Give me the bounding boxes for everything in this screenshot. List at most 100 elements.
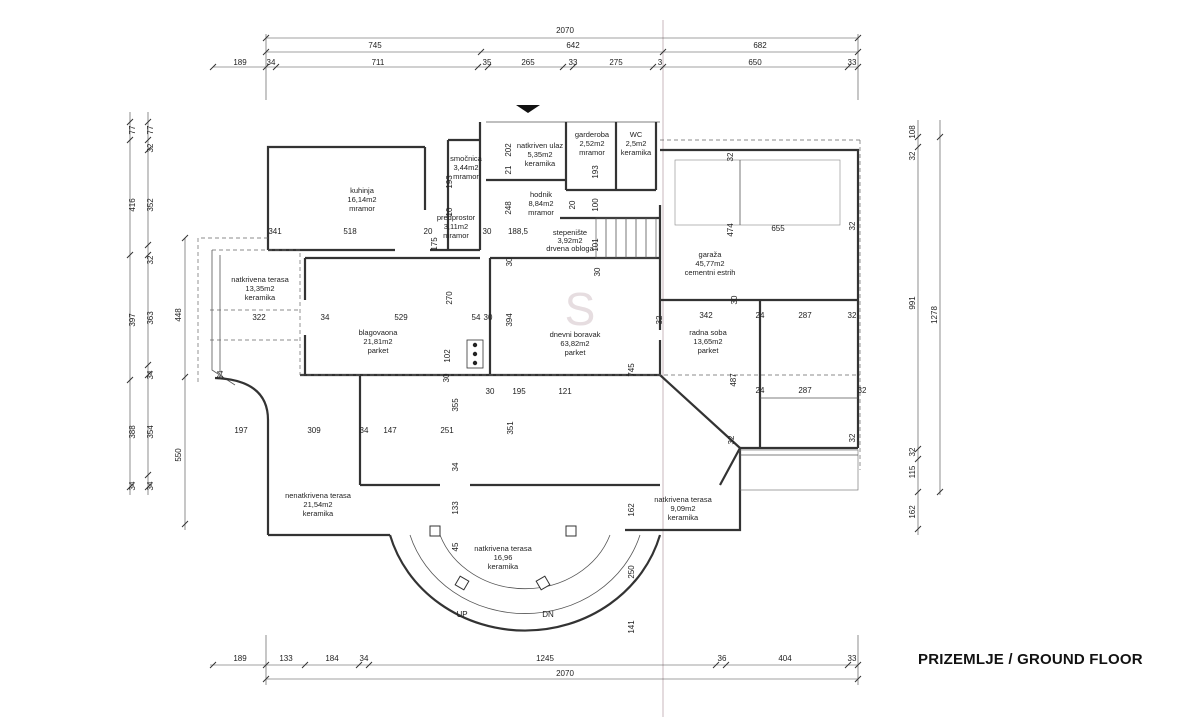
dim-label: 287 [798, 311, 812, 320]
dim-label: 141 [627, 620, 636, 634]
dim-label: 250 [627, 565, 636, 579]
dim-label: 20 [568, 200, 577, 209]
dim-left-448: 448 [174, 308, 183, 322]
dim-left-inner: 354 [146, 425, 155, 439]
dim-left-inner: 32 [146, 143, 155, 152]
dim-label: 745 [627, 363, 636, 377]
dim-top-detail: 33 [569, 58, 578, 67]
room-floor: parket [565, 348, 587, 357]
room-floor: parket [368, 346, 390, 355]
room-nenatkrivena-terasa: nenatkrivena terasa 21,54m2 keramika [285, 491, 352, 518]
dim-left-outer: 34 [128, 481, 137, 490]
dim-top-mid: 745 [368, 41, 382, 50]
room-floor: keramika [621, 148, 652, 157]
dim-label: 309 [307, 426, 321, 435]
dim-label: 10 [445, 207, 454, 216]
dim-label: 32 [848, 221, 857, 230]
dim-right-outer: 1278 [930, 306, 939, 324]
dim-label: 518 [343, 227, 357, 236]
room-floor: parket [698, 346, 720, 355]
walls [266, 121, 860, 487]
watermark-logo: S [565, 283, 596, 335]
dim-left-inner: 34 [146, 481, 155, 490]
room-name: natkrivena terasa [474, 544, 532, 553]
dim-label: 30 [593, 267, 602, 276]
dim-label: 322 [252, 313, 266, 322]
dim-label: 474 [726, 223, 735, 237]
room-natkrivena-terasa-west: natkrivena terasa 13,35m2 keramika [231, 275, 289, 302]
dim-label: 32 [858, 386, 867, 395]
dim-label: 21 [504, 165, 513, 174]
dim-top-detail: 650 [748, 58, 762, 67]
stair-down-mark: DN [542, 610, 554, 619]
dim-label: 188,5 [508, 227, 529, 236]
stove-dots [466, 339, 484, 369]
dim-bottom-detail: 34 [360, 654, 369, 663]
dim-bottom-detail: 33 [848, 654, 857, 663]
dim-top-detail: 275 [609, 58, 623, 67]
dim-top-detail: 33 [848, 58, 857, 67]
dim-label: 34 [360, 426, 369, 435]
dim-top-detail: 265 [521, 58, 535, 67]
room-name: radna soba [689, 328, 727, 337]
dim-left-outer: 388 [128, 425, 137, 439]
dim-bottom-total: 2070 [556, 669, 574, 678]
floor-plan-title: PRIZEMLJE / GROUND FLOOR [918, 651, 1143, 668]
dim-label: 655 [771, 224, 785, 233]
room-name: nenatkrivena terasa [285, 491, 352, 500]
room-name: natkrivena terasa [231, 275, 289, 284]
dim-label: 342 [699, 311, 713, 320]
dim-label: 30 [730, 295, 739, 304]
room-area: 2,52m2 [579, 139, 604, 148]
room-name: natkriven ulaz [517, 141, 564, 150]
dim-top-detail: 3 [658, 58, 663, 67]
room-floor: mramor [528, 208, 554, 217]
dim-label: 24 [756, 311, 765, 320]
room-name: smočnica [450, 154, 483, 163]
dim-right-inner: 115 [908, 465, 917, 478]
dim-label: 24 [756, 386, 765, 395]
room-name: natkrivena terasa [654, 495, 712, 504]
room-name: garaža [699, 250, 723, 259]
dim-label: 20 [424, 227, 433, 236]
dim-label: 32 [848, 311, 857, 320]
room-area: 16,14m2 [347, 195, 376, 204]
room-wc: WC 2,5m2 keramika [621, 130, 652, 157]
dim-top-detail: 711 [372, 58, 385, 67]
dim-label: 195 [512, 387, 526, 396]
dim-label: 529 [394, 313, 408, 322]
room-area: 3,44m2 [453, 163, 478, 172]
dim-bottom-detail: 36 [718, 654, 727, 663]
room-area: 13,35m2 [245, 284, 274, 293]
room-name: WC [630, 130, 643, 139]
room-name: garderoba [575, 130, 610, 139]
dim-label: 341 [268, 227, 282, 236]
dim-label: 121 [558, 387, 572, 396]
dim-label: 394 [505, 313, 514, 327]
dim-left-inner: 77 [146, 125, 155, 134]
room-area: 45,77m2 [695, 259, 724, 268]
dim-label: 351 [506, 421, 515, 435]
dim-label: 133 [451, 501, 460, 515]
room-area: 13,65m2 [693, 337, 722, 346]
dim-label: 193 [445, 175, 454, 189]
dim-left-550: 550 [174, 448, 183, 462]
room-area: 9,09m2 [670, 504, 695, 513]
room-floor: keramika [525, 159, 556, 168]
dim-bottom-detail: 404 [778, 654, 792, 663]
room-stepeniste: stepenište 3,92m2 drvena obloga [546, 228, 594, 253]
room-name: predprostor [437, 213, 476, 222]
top-dimension-lines [209, 34, 862, 100]
west-terrace-outline [197, 237, 301, 535]
room-predprostor: predprostor 3,11m2 mramor [437, 213, 476, 240]
dim-label: 54 [472, 313, 481, 322]
room-name: stepenište [553, 228, 587, 237]
room-area: 63,82m2 [560, 339, 589, 348]
dim-label: 30 [505, 257, 514, 266]
room-floor: cementni estrih [685, 268, 736, 277]
curved-staircase [388, 525, 662, 632]
room-name: hodnik [530, 190, 552, 199]
room-blagovaona: blagovaona 21,81m2 parket [359, 328, 399, 355]
hall-stairs [595, 217, 657, 259]
